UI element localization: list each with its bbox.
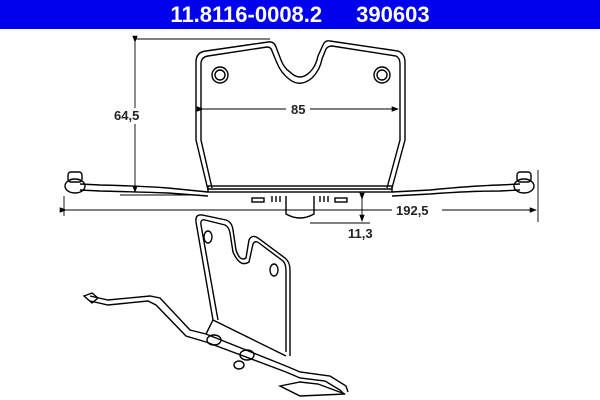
dimension-width-label: 85 xyxy=(291,102,305,117)
front-view xyxy=(64,40,535,219)
dimension-labels: 64,5 85 192,5 11,3 xyxy=(112,102,442,241)
dimension-lines xyxy=(59,35,539,224)
part-number: 11.8116-0008.2 xyxy=(170,1,323,27)
reference-number: 390603 xyxy=(356,1,430,27)
title-bar: 11.8116-0008.2 390603 xyxy=(0,0,600,29)
isometric-view xyxy=(82,214,349,397)
dimension-length-label: 192,5 xyxy=(396,203,429,218)
dimension-offset-label: 11,3 xyxy=(348,226,373,241)
dimension-height-label: 64,5 xyxy=(114,108,139,123)
